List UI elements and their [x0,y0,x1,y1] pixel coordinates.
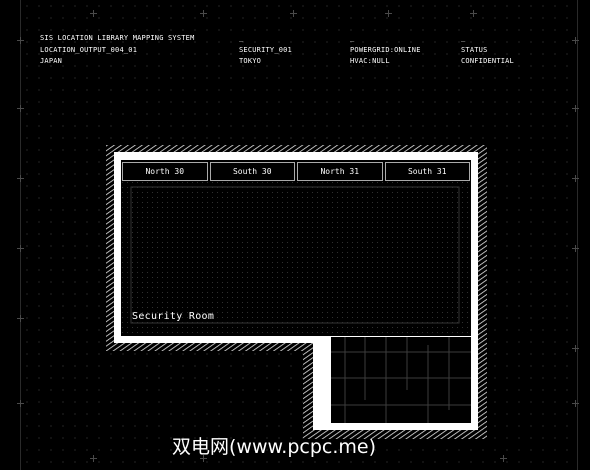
watermark-text: 双电网(www.pcpc.me) [172,436,376,458]
tab-south-31[interactable]: South 31 [384,162,470,181]
security-room-label: Security Room [132,311,215,322]
header-security-block: _ SECURITY_001 TOKYO [239,33,292,68]
header-city: TOKYO [239,57,262,65]
plus-marker [17,400,24,407]
header-location-id: LOCATION_OUTPUT_004_01 [40,45,138,54]
header-location-block: SIS LOCATION LIBRARY MAPPING SYSTEM LOCA… [40,33,195,68]
tab-south-30[interactable]: South 30 [209,162,295,181]
header-separator: _ [461,34,466,42]
header-country: JAPAN [40,57,63,65]
security-room-outline [130,186,460,324]
plus-marker [200,455,207,462]
plus-marker [572,245,579,252]
header-hvac-status: HVAC:NULL [350,57,390,65]
tab-north-31[interactable]: North 31 [297,162,383,181]
plus-marker [17,105,24,112]
plus-marker [90,10,97,17]
plus-marker [17,175,24,182]
header-status-label: STATUS [461,45,488,54]
header-powergrid-status: POWERGRID:ONLINE [350,45,421,54]
header-separator: _ [350,34,355,42]
plus-marker [500,455,507,462]
plus-marker [572,175,579,182]
plus-marker [572,105,579,112]
tab-north-30[interactable]: North 30 [122,162,208,181]
plus-marker [385,10,392,17]
header-separator: _ [239,34,244,42]
header-security-id: SECURITY_001 [239,45,292,54]
header-system-title: SIS LOCATION LIBRARY MAPPING SYSTEM [40,34,195,42]
plus-marker [17,315,24,322]
plus-marker [17,37,24,44]
storage-room-floor [331,337,471,423]
header-status-value: CONFIDENTIAL [461,57,514,65]
plus-marker [290,10,297,17]
plus-marker [200,10,207,17]
plus-marker [572,400,579,407]
room-tabs: North 30 South 30 North 31 South 31 [122,162,470,181]
plus-marker [572,345,579,352]
plus-marker [90,455,97,462]
plus-marker [17,245,24,252]
header-systems-block: _ POWERGRID:ONLINE HVAC:NULL [350,33,421,68]
plus-marker [572,37,579,44]
security-room-floor [121,160,471,336]
plus-marker [470,10,477,17]
header-status-block: _ STATUS CONFIDENTIAL [461,33,514,68]
storage-room-partitions [331,337,471,423]
